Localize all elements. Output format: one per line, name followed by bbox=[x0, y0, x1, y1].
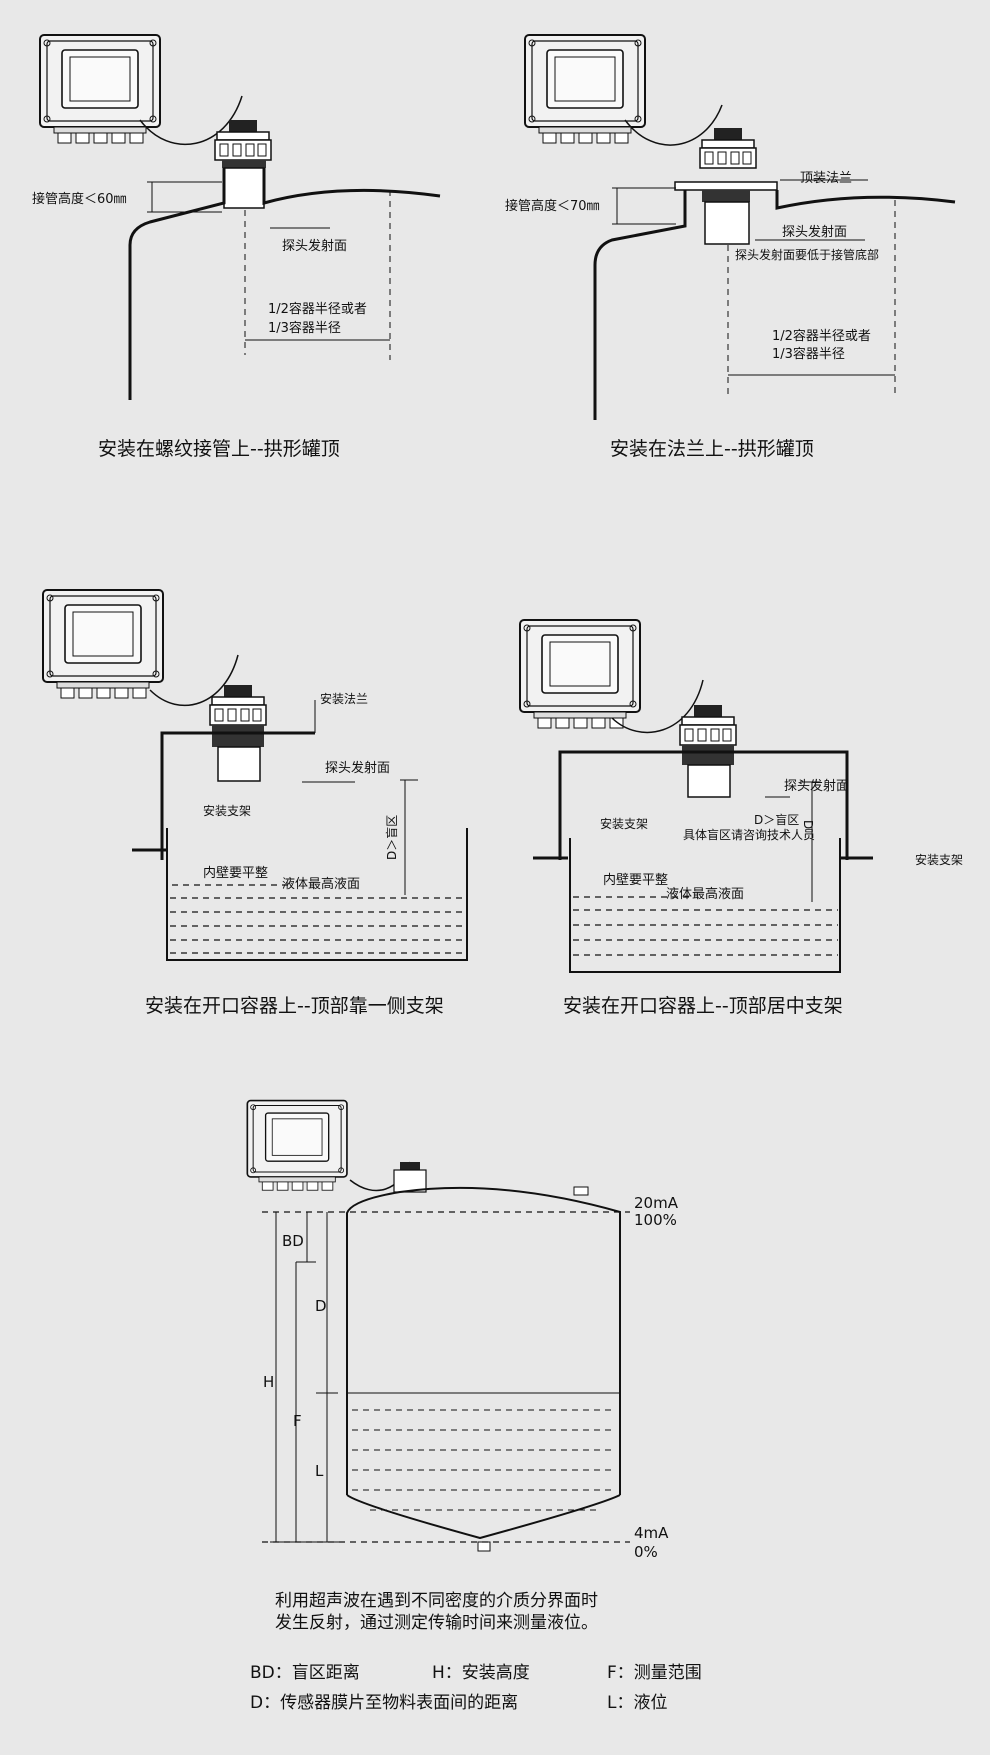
panel2-radius-label-2: 1/3容器半径 bbox=[772, 346, 845, 362]
panel2-emit-face-label: 探头发射面 bbox=[782, 224, 847, 240]
panel2-drawing bbox=[524, 34, 956, 420]
panel4-bracket-left-label: 安装支架 bbox=[600, 816, 648, 831]
panel4-max-level-label: 液体最高液面 bbox=[666, 886, 744, 902]
panel3-caption: 安装在开口容器上--顶部靠一侧支架 bbox=[145, 995, 444, 1017]
panel4-emit-face-label: 探头发射面 bbox=[784, 778, 849, 794]
panel5-top-pct-label: 100% bbox=[634, 1211, 677, 1229]
panel4-d-label: D bbox=[801, 820, 815, 829]
panel1-radius-label-1: 1/2容器半径或者 bbox=[268, 301, 367, 317]
panel1-drawing bbox=[39, 34, 441, 400]
panel5-bottom-pct-label: 0% bbox=[634, 1543, 658, 1561]
panel1-emit-face-label: 探头发射面 bbox=[282, 238, 347, 254]
panel1-caption: 安装在螺纹接管上--拱形罐顶 bbox=[98, 438, 340, 460]
panel4-drawing bbox=[519, 619, 873, 973]
panel3-blind-label: D＞盲区 bbox=[384, 815, 399, 860]
panel5-top-ma-label: 20mA bbox=[634, 1194, 679, 1212]
panel5-d-label: D bbox=[315, 1297, 327, 1315]
panel3-max-level-label: 液体最高液面 bbox=[282, 876, 360, 892]
probe-icon bbox=[214, 119, 272, 161]
panel3-bracket-label: 安装支架 bbox=[203, 803, 251, 818]
panel3-emit-face-label: 探头发射面 bbox=[325, 760, 390, 776]
panel3-flange-label: 安装法兰 bbox=[320, 691, 368, 706]
legend-l: L：液位 bbox=[607, 1693, 667, 1713]
panel5-h-label: H bbox=[263, 1373, 274, 1391]
panel1-pipe-height-label: 接管高度＜60㎜ bbox=[32, 191, 127, 207]
controller-icon bbox=[519, 619, 641, 729]
probe-icon bbox=[699, 127, 757, 169]
panel5-bottom-ma-label: 4mA bbox=[634, 1524, 669, 1542]
description-line-1: 利用超声波在遇到不同密度的介质分界面时 bbox=[275, 1591, 598, 1611]
panel2-emit-note-label: 探头发射面要低于接管底部 bbox=[735, 247, 879, 262]
description-line-2: 发生反射，通过测定传输时间来测量液位。 bbox=[275, 1613, 598, 1633]
panel4-consult-label: 具体盲区请咨询技术人员 bbox=[683, 827, 815, 842]
legend-d: D：传感器膜片至物料表面间的距离 bbox=[250, 1693, 518, 1713]
panel5-f-label: F bbox=[293, 1412, 302, 1430]
panel1-radius-label-2: 1/3容器半径 bbox=[268, 320, 341, 336]
legend-h: H：安装高度 bbox=[432, 1663, 530, 1683]
panel4-blind-label: D＞盲区 bbox=[754, 812, 799, 827]
panel4-caption: 安装在开口容器上--顶部居中支架 bbox=[563, 995, 843, 1017]
panel2-pipe-height-label: 接管高度＜70㎜ bbox=[505, 198, 600, 214]
legend-f: F：测量范围 bbox=[607, 1663, 702, 1683]
panel5-l-label: L bbox=[315, 1462, 324, 1480]
controller-icon bbox=[524, 34, 646, 144]
legend-bd: BD：盲区距离 bbox=[250, 1663, 360, 1683]
panel4-bracket-right-label: 安装支架 bbox=[915, 852, 963, 867]
panel4-wall-label: 内壁要平整 bbox=[603, 872, 668, 888]
controller-icon bbox=[39, 34, 161, 144]
panel3-wall-label: 内壁要平整 bbox=[203, 865, 268, 881]
panel2-top-flange-label: 顶装法兰 bbox=[800, 171, 852, 186]
panel5-bd-label: BD bbox=[282, 1232, 304, 1250]
panel5-drawing bbox=[246, 1099, 630, 1552]
controller-icon bbox=[246, 1099, 348, 1192]
panel2-caption: 安装在法兰上--拱形罐顶 bbox=[610, 438, 814, 460]
panel3-drawing bbox=[42, 589, 468, 961]
panel2-radius-label-1: 1/2容器半径或者 bbox=[772, 328, 871, 344]
controller-icon bbox=[42, 589, 164, 699]
